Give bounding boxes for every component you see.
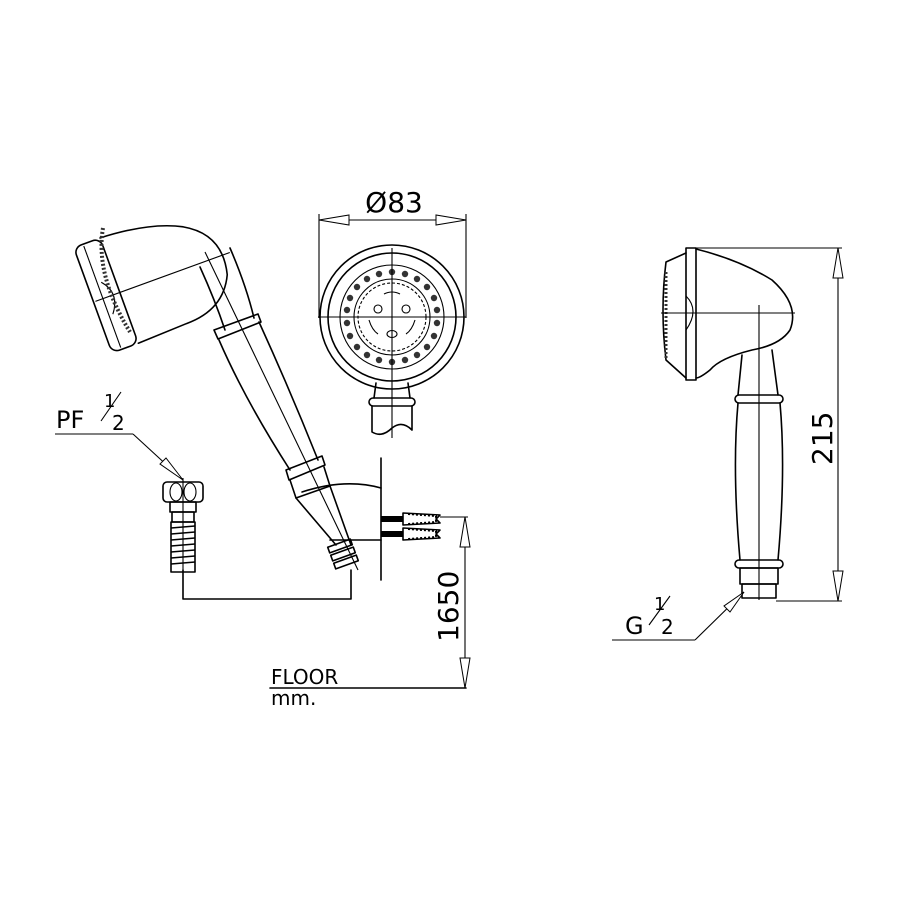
floor-label: FLOOR <box>271 665 338 689</box>
g-fraction-den: 2 <box>661 615 674 639</box>
pf-thread-label: PF <box>56 406 84 434</box>
height-215-label: 215 <box>806 412 839 465</box>
height-1650-label: 1650 <box>432 571 465 642</box>
front-view: Ø83 <box>318 186 467 438</box>
hose-coil-bracket <box>326 538 360 570</box>
wall-plugs <box>381 512 441 541</box>
installed-view: PF 1 2 1650 FLOOR mm. <box>55 224 471 710</box>
g-thread-label: G <box>625 612 644 640</box>
profile-view: 215 G 1 2 <box>612 247 844 641</box>
pf-fraction-den: 2 <box>112 411 125 435</box>
diameter-label: Ø83 <box>365 186 423 219</box>
g-fraction-num: 1 <box>654 594 665 615</box>
spray-holes-outer <box>343 268 441 366</box>
pf-fraction-num: 1 <box>104 391 115 412</box>
units-label: mm. <box>271 686 316 710</box>
hose-connector <box>162 478 204 573</box>
